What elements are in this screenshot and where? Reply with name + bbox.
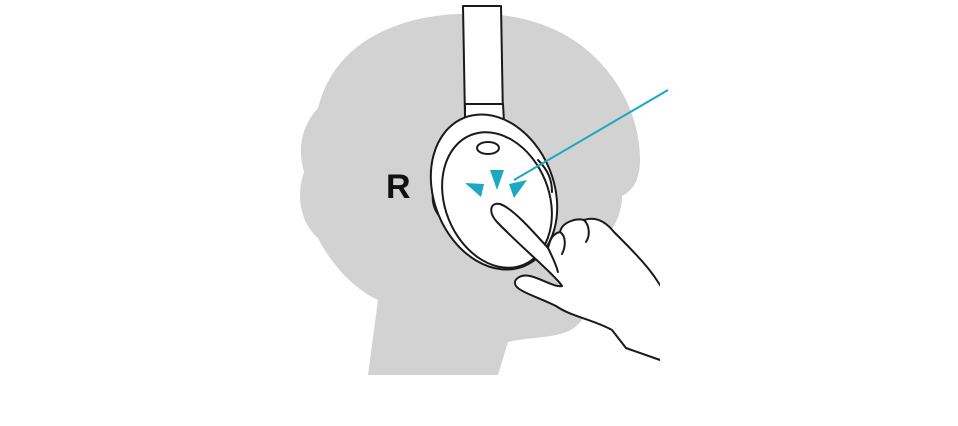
side-label-right: R [386,168,411,206]
tap-mark-left [465,183,484,197]
callout-line [513,89,669,181]
pointing-hand-icon [490,202,691,361]
right-mask [660,250,958,421]
tap-mark-right [509,180,527,198]
knuckle-line-1 [559,231,566,255]
tap-indicator-icon [465,170,527,198]
power-button-icon [476,141,500,155]
thumb-line [547,247,559,273]
earcup-edge-detail [537,159,553,193]
headband-outer [462,5,504,120]
headband [462,5,505,123]
hand-shape [490,202,691,361]
tap-mark-center [490,170,504,190]
knuckle-line-2 [583,219,590,243]
